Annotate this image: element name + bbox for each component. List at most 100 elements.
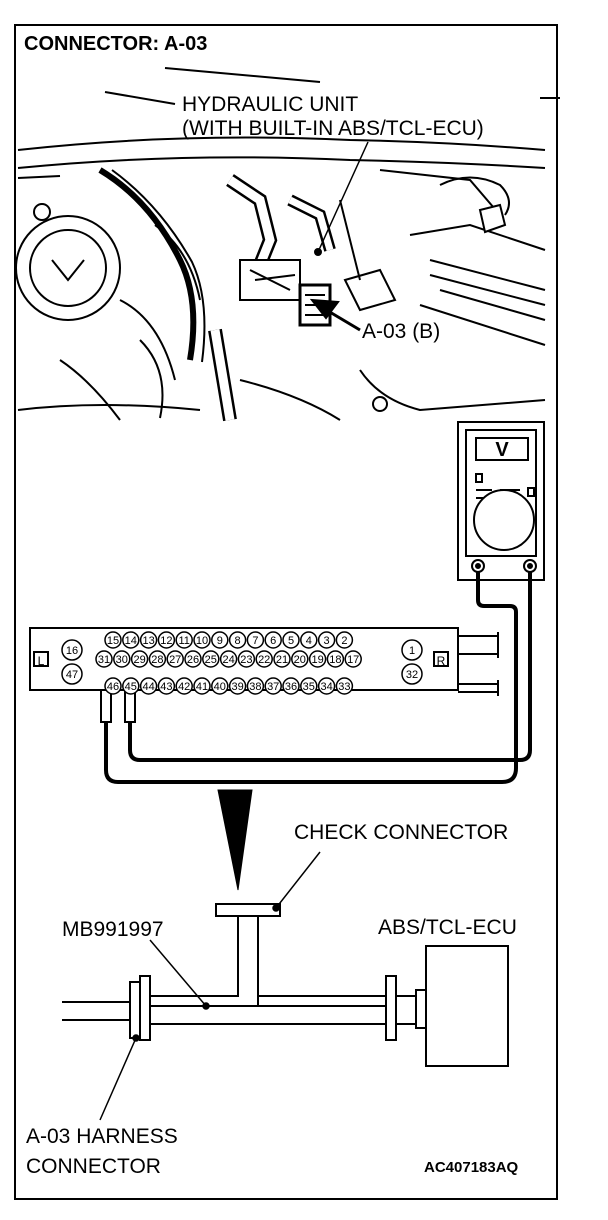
- pin-circle: [148, 650, 167, 668]
- pin-circle: [317, 677, 336, 695]
- pin-circle: [175, 631, 193, 649]
- pin-circle: [61, 639, 83, 661]
- leader-lines: [99, 851, 321, 1121]
- pin-number: 21: [276, 654, 288, 666]
- pin-circle: [246, 631, 265, 649]
- harness-connector-label: A-03 HARNESS: [26, 1125, 178, 1148]
- pin-number: 35: [303, 681, 315, 693]
- check-connector-label: CHECK CONNECTOR: [294, 821, 509, 844]
- pin-circle: [317, 631, 336, 649]
- pin-circle: [166, 650, 184, 668]
- check-connector-arrow: [217, 789, 253, 891]
- pin-circle: [237, 650, 256, 668]
- pin-circle: [344, 650, 362, 668]
- pin-number: 43: [160, 681, 172, 693]
- pin-number: 13: [142, 635, 154, 647]
- pin-circle: [282, 677, 300, 695]
- hydraulic-unit-label: HYDRAULIC UNIT: [182, 93, 359, 116]
- pin-number: 24: [222, 654, 234, 666]
- pin-circle: [255, 650, 273, 668]
- pin-number: 19: [311, 654, 323, 666]
- pin-circle: [211, 631, 229, 649]
- pin-number: 10: [196, 635, 208, 647]
- test-leads: [104, 572, 532, 784]
- pin-circle: [175, 677, 193, 695]
- pin-number: 28: [151, 654, 163, 666]
- pin-number: 2: [341, 635, 347, 647]
- pin-circle: [122, 677, 140, 695]
- pin-number: 33: [338, 681, 350, 693]
- pin-circle: [264, 677, 282, 695]
- voltmeter-symbol: V: [495, 439, 509, 461]
- connector-callout-label: A-03 (B): [362, 320, 441, 343]
- pin-circle: [202, 650, 220, 668]
- pin-circle: [104, 631, 122, 649]
- pin-number: 40: [214, 681, 226, 693]
- pin-number: 42: [178, 681, 190, 693]
- pin-circle: [139, 677, 158, 695]
- pin-circle: [300, 631, 318, 649]
- pin-circle: [113, 650, 131, 668]
- pin-number: 18: [329, 654, 341, 666]
- connector-left-marker: L: [38, 654, 45, 668]
- pin-number: 7: [252, 635, 258, 647]
- pin-number: 31: [98, 654, 110, 666]
- engine-bay-illustration: [15, 67, 560, 422]
- pin-number: 20: [294, 654, 306, 666]
- pin-number: 34: [320, 681, 332, 693]
- pin-circle: [122, 631, 140, 649]
- pin-number: 39: [231, 681, 243, 693]
- pin-number: 38: [249, 681, 261, 693]
- pin-circle: [335, 677, 354, 695]
- pin-circle: [228, 631, 247, 649]
- pin-number: 5: [288, 635, 294, 647]
- pin-number: 11: [178, 635, 189, 647]
- pin-circle: [300, 677, 318, 695]
- pin-circle: [264, 631, 282, 649]
- pin-circle: [184, 650, 202, 668]
- pin-circle: [291, 650, 309, 668]
- connector-title: CONNECTOR: A-03: [24, 33, 208, 55]
- pin-circle: [104, 677, 122, 695]
- ecu-label: ABS/TCL-ECU: [378, 916, 517, 939]
- pin-number: 46: [107, 681, 119, 693]
- figure-frame: [14, 24, 558, 1200]
- pin-circle: [282, 631, 300, 649]
- pin-circle: [401, 639, 423, 661]
- pin-number: 1: [409, 645, 415, 657]
- harness-connector-label-line2: CONNECTOR: [26, 1155, 161, 1178]
- pin-number: 4: [306, 635, 312, 647]
- connector-right-marker: R: [437, 654, 446, 668]
- pin-circle: [273, 650, 291, 668]
- hydraulic-unit-sublabel: (WITH BUILT-IN ABS/TCL-ECU): [182, 117, 484, 140]
- pin-number: 23: [240, 654, 252, 666]
- figure-code: AC407183AQ: [424, 1159, 519, 1176]
- pin-number: 15: [107, 635, 119, 647]
- pin-number: 26: [187, 654, 199, 666]
- pin-circle: [193, 677, 211, 695]
- pin-number: 9: [217, 635, 223, 647]
- pin-circle: [157, 677, 176, 695]
- pin-circle: [139, 631, 158, 649]
- pin-circle: [130, 650, 149, 668]
- pin-number: 16: [66, 645, 78, 657]
- pin-number: 44: [142, 681, 154, 693]
- pin-circle: [219, 650, 238, 668]
- pin-circle: [157, 631, 176, 649]
- pin-number: 29: [133, 654, 145, 666]
- pin-number: 22: [258, 654, 270, 666]
- pin-circle: [246, 677, 265, 695]
- pin-number: 14: [125, 635, 137, 647]
- pin-number: 32: [406, 669, 418, 681]
- pin-circle: [326, 650, 345, 668]
- pin-number: 37: [267, 681, 279, 693]
- pin-number: 27: [169, 654, 181, 666]
- tool-number-label: MB991997: [62, 918, 164, 941]
- pin-number: 12: [160, 635, 172, 647]
- pin-circle: [308, 650, 327, 668]
- pin-circle: [61, 663, 83, 685]
- pin-number: 30: [116, 654, 128, 666]
- pin-number: 41: [196, 681, 208, 693]
